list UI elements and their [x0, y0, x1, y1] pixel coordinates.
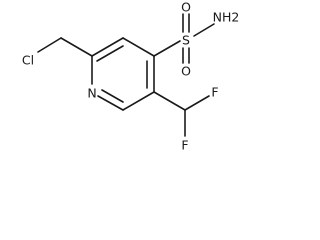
- atom-cl: Cl: [22, 53, 34, 68]
- bond-c3-c4: [122, 37, 155, 57]
- atom-o-bottom: O: [181, 64, 191, 79]
- atom-n-ring: N: [87, 86, 96, 101]
- bond-c2-c3-inner: [96, 45, 124, 62]
- bond-ch2-cl: [37, 37, 62, 53]
- atom-o-top: O: [181, 0, 191, 15]
- bond-c6-n: [97, 95, 124, 111]
- chloromethyl-group: [37, 37, 93, 57]
- atom-s: S: [182, 33, 190, 48]
- bond-c5-c6: [122, 91, 155, 111]
- atom-f-top: F: [211, 85, 218, 100]
- bond-c2-ch2: [60, 37, 93, 57]
- bond-chf2-f-top: [184, 95, 210, 111]
- molecule-structure: Cl N S O O NH2 F F: [22, 0, 240, 153]
- bond-c4-s: [153, 40, 181, 57]
- difluoromethyl-group: [153, 91, 210, 137]
- bond-s-nh2: [193, 23, 215, 37]
- sulfonamide-group: [153, 13, 215, 64]
- bond-c6-n-inner: [101, 89, 124, 103]
- bond-c5-chf2: [153, 91, 186, 111]
- bond-c2-c3: [91, 37, 124, 57]
- pyridine-ring: [91, 37, 155, 111]
- atom-nh2: NH2: [213, 10, 240, 25]
- atom-f-bottom: F: [181, 138, 188, 153]
